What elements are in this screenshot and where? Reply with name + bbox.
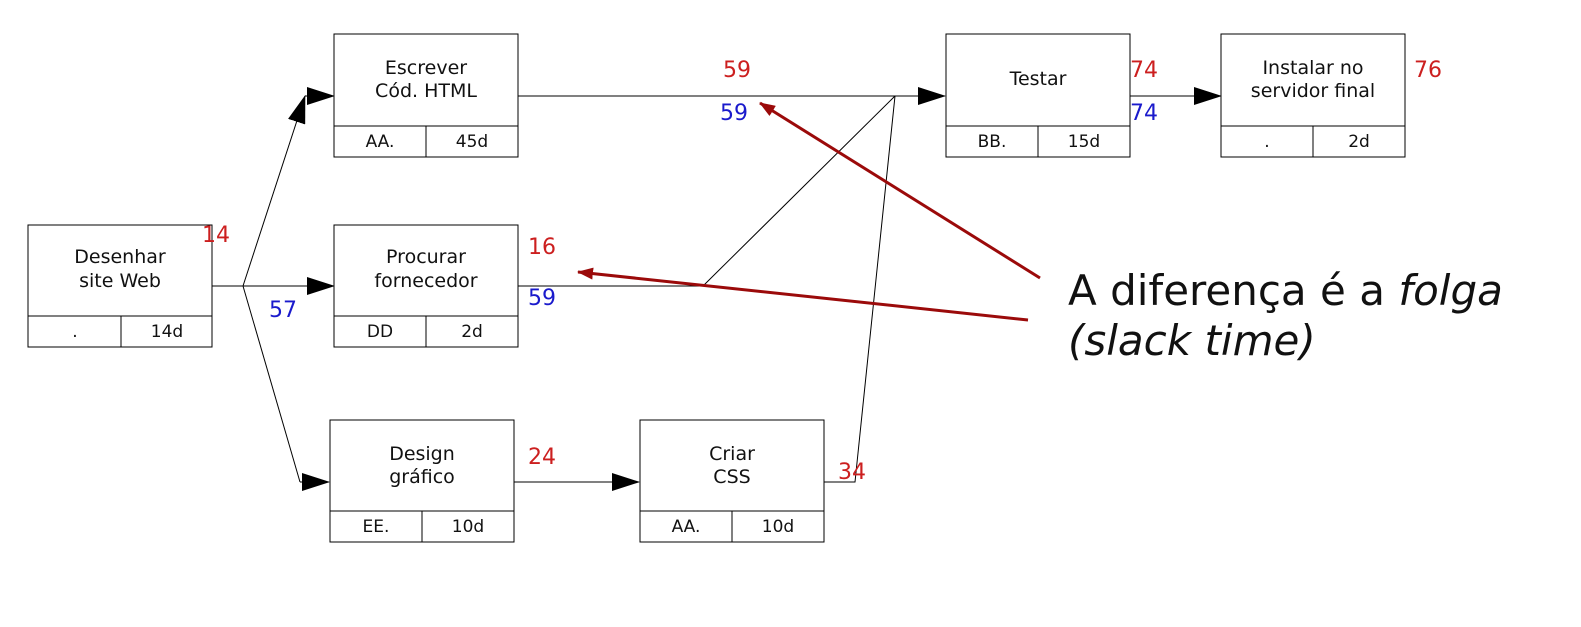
edges bbox=[212, 87, 1222, 491]
node-resource: DD bbox=[367, 322, 393, 342]
slack-arrow-escrever bbox=[759, 101, 1041, 280]
node-title: gráfico bbox=[389, 466, 455, 488]
node-title: fornecedor bbox=[374, 270, 477, 292]
node-title: Desenhar bbox=[74, 246, 166, 268]
escrever-blue-number: 59 bbox=[720, 101, 748, 126]
node-duration: 15d bbox=[1068, 132, 1100, 152]
node-resource: AA. bbox=[366, 132, 395, 152]
node-duration: 14d bbox=[151, 322, 183, 342]
slack-callout: A diferença é a folga (slack time) bbox=[1068, 266, 1503, 365]
node-title: Cód. HTML bbox=[375, 80, 477, 102]
node-resource: AA. bbox=[672, 517, 701, 537]
node-resource: . bbox=[72, 322, 77, 342]
slack-callout-arrows bbox=[577, 101, 1041, 322]
node-title: Design bbox=[389, 443, 455, 465]
node-resource: EE. bbox=[363, 517, 390, 537]
slack-arrow-procurar bbox=[577, 267, 1029, 322]
edge-criar-testar bbox=[824, 95, 896, 483]
node-duration: 10d bbox=[452, 517, 484, 537]
testar-red-number: 74 bbox=[1130, 58, 1158, 83]
node-title: Procurar bbox=[386, 246, 466, 268]
node-title: site Web bbox=[79, 270, 161, 292]
node-duration: 2d bbox=[1348, 132, 1370, 152]
design-red-number: 24 bbox=[528, 445, 556, 470]
node-resource: . bbox=[1264, 132, 1269, 152]
node-duration: 45d bbox=[456, 132, 488, 152]
node-escrever-cod-html: Escrever Cód. HTML AA. 45d bbox=[333, 33, 519, 158]
procurar-red-number: 16 bbox=[528, 235, 556, 260]
desenhar-blue-number: 57 bbox=[269, 298, 297, 323]
callout-line-1: A diferença é a folga bbox=[1068, 266, 1503, 315]
node-duration: 2d bbox=[461, 322, 483, 342]
node-testar: Testar BB. 15d bbox=[945, 33, 1131, 158]
procurar-blue-number: 59 bbox=[528, 286, 556, 311]
callout-line-1-prefix: A diferença é a bbox=[1068, 266, 1398, 315]
callout-line-1-italic: folga bbox=[1398, 266, 1503, 315]
node-title: Testar bbox=[1009, 68, 1067, 90]
node-procurar-fornecedor: Procurar fornecedor DD 2d bbox=[333, 224, 519, 348]
callout-line-2: (slack time) bbox=[1068, 316, 1316, 365]
node-instalar-servidor-final: Instalar no servidor final . 2d bbox=[1220, 33, 1406, 158]
node-resource: BB. bbox=[978, 132, 1007, 152]
escrever-red-number: 59 bbox=[723, 58, 751, 83]
node-criar-css: Criar CSS AA. 10d bbox=[639, 419, 825, 543]
node-title: Instalar no bbox=[1262, 57, 1363, 79]
criar-red-number: 34 bbox=[838, 460, 866, 485]
node-title: CSS bbox=[713, 466, 750, 488]
node-title: servidor final bbox=[1251, 80, 1375, 102]
annotations: 14 57 16 59 24 34 59 59 74 74 76 bbox=[202, 58, 1442, 485]
desenhar-red-number: 14 bbox=[202, 223, 230, 248]
node-design-grafico: Design gráfico EE. 10d bbox=[329, 419, 515, 543]
node-desenhar-site-web: Desenhar site Web . 14d bbox=[27, 224, 213, 348]
instalar-red-number: 76 bbox=[1414, 58, 1442, 83]
node-title: Criar bbox=[709, 443, 755, 465]
node-duration: 10d bbox=[762, 517, 794, 537]
testar-blue-number: 74 bbox=[1130, 101, 1158, 126]
edge-desenhar-design bbox=[242, 285, 301, 483]
edge-desenhar-escrever bbox=[242, 95, 306, 287]
edge-procurar-testar bbox=[518, 95, 896, 287]
node-title: Escrever bbox=[385, 57, 467, 79]
